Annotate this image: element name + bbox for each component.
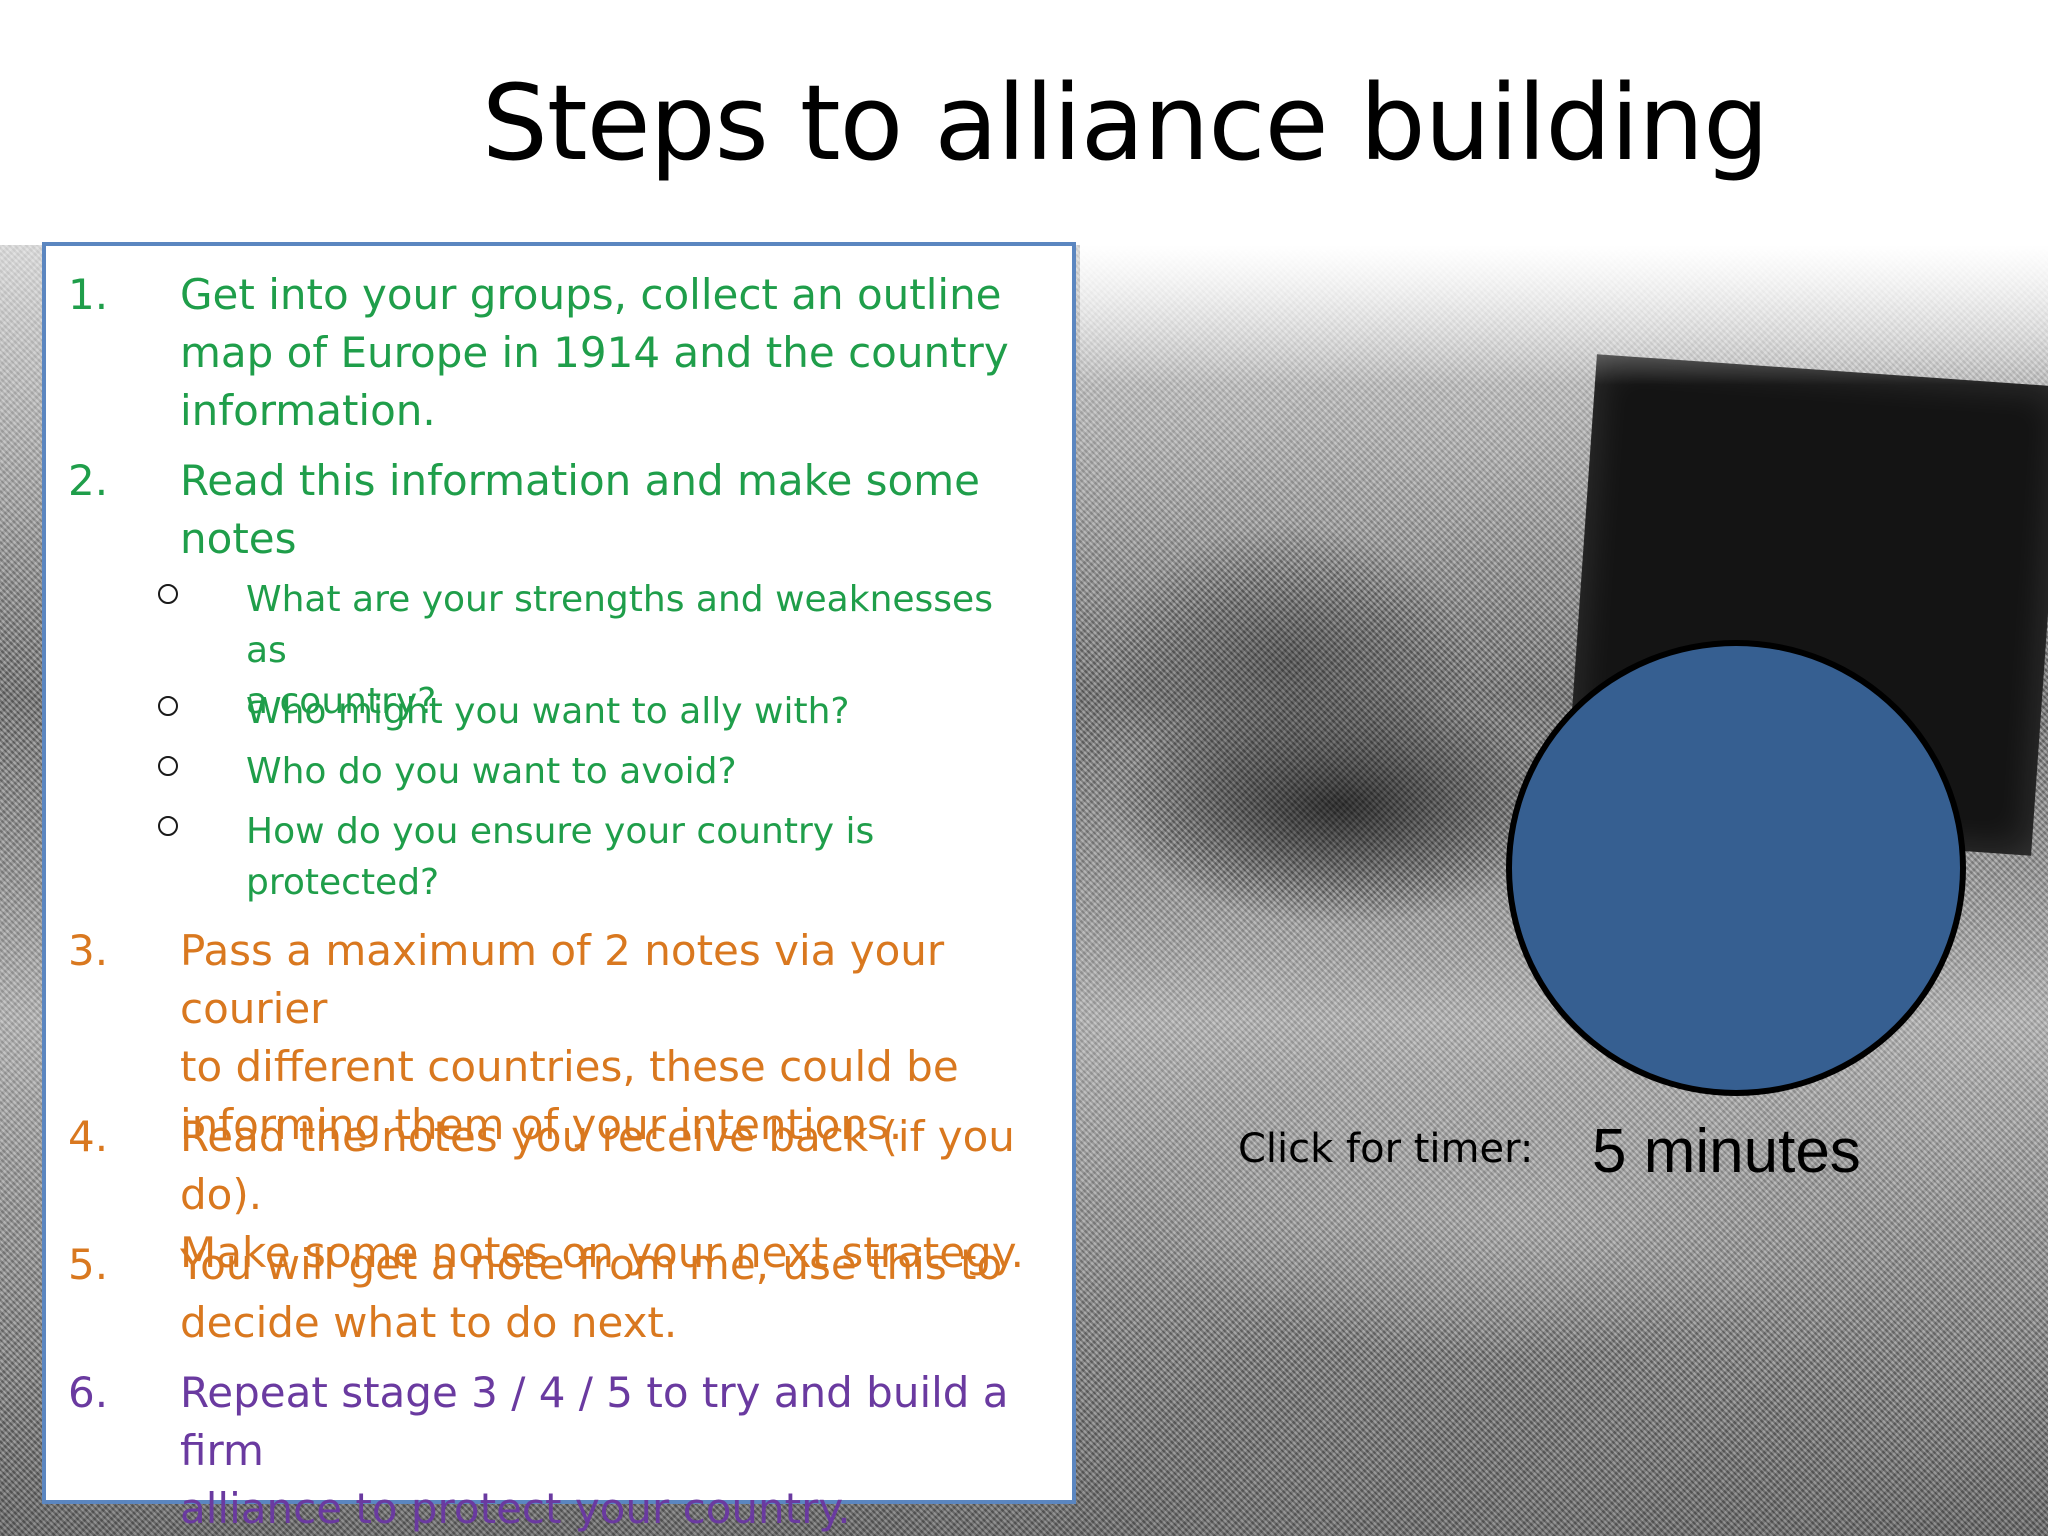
step-line: decide what to do next.	[180, 1298, 678, 1347]
sub-line: Who do you want to avoid?	[246, 751, 737, 792]
steps-panel: 1. Get into your groups, collect an outl…	[42, 242, 1076, 1533]
step-number: 3.	[68, 926, 109, 975]
sub-line: protected?	[246, 862, 440, 903]
step-line: map of Europe in 1914 and the country	[180, 328, 1009, 377]
timer-button[interactable]	[1506, 640, 1966, 1096]
slide-title: Steps to alliance building	[481, 62, 1769, 184]
step-line: Read this information and make some	[180, 456, 980, 505]
timer-duration[interactable]: 5 minutes	[1592, 1117, 1861, 1186]
step-number: 5.	[68, 1240, 109, 1289]
step-line: You will get a note from me, use this to	[180, 1240, 1003, 1289]
sub-line: a country?	[246, 681, 437, 722]
step-line: Pass a maximum of 2 notes via your couri…	[180, 926, 945, 1033]
circle-bullet-icon	[158, 816, 178, 836]
photo-fade	[1080, 245, 2048, 385]
step-line: Read the notes you receive back (if you …	[180, 1112, 1015, 1219]
step-number: 6.	[68, 1368, 109, 1417]
step-number: 2.	[68, 456, 109, 505]
sub-line: How do you ensure your country is	[246, 811, 875, 852]
step-line: Get into your groups, collect an outline	[180, 270, 1002, 319]
circle-bullet-icon	[158, 584, 178, 604]
sub-line: What are your strengths and weaknesses a…	[246, 579, 993, 671]
step-number: 1.	[68, 270, 109, 319]
step-line: Make some notes on your next strategy.	[180, 1228, 1024, 1277]
step-line: to different countries, these could be	[180, 1042, 959, 1091]
circle-bullet-icon	[158, 756, 178, 776]
circle-bullet-icon	[158, 696, 178, 716]
step-line: information.	[180, 386, 436, 435]
timer-label[interactable]: Click for timer:	[1238, 1126, 1534, 1172]
step-number: 4.	[68, 1112, 109, 1161]
sub-line: Who might you want to ally with?	[246, 691, 850, 732]
step-line: alliance to protect your country.	[180, 1484, 851, 1533]
step-line: notes	[180, 514, 297, 563]
step-line: informing them of your intentions.	[180, 1100, 903, 1149]
step-line: Repeat stage 3 / 4 / 5 to try and build …	[180, 1368, 1009, 1475]
